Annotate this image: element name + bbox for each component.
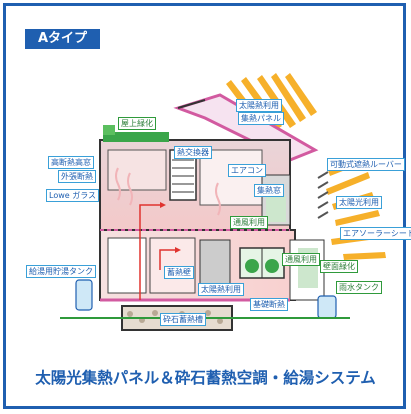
label-movable-louver: 可動式遮熱ルーバー (327, 158, 405, 171)
label-rain-tank: 雨水タンク (336, 281, 382, 294)
label-foundation-insulation: 基礎断熱 (250, 298, 288, 311)
diagram-caption: 太陽光集熱パネル＆砕石蓄熱空調・給湯システム (35, 369, 376, 387)
hot-water-tank-shape (75, 279, 93, 311)
label-exterior-insulation: 外張断熱 (58, 170, 96, 183)
label-insulated-window: 高断熱高窓 (48, 156, 94, 169)
rain-tank-shape (317, 295, 337, 319)
label-wall-green: 壁面緑化 (320, 260, 358, 273)
label-air-film-sheet: エアソーラーシート (340, 227, 411, 240)
type-badge: Aタイプ (25, 29, 100, 49)
label-heat-exchanger: 熱交換器 (174, 146, 212, 159)
label-solar-use-bottom: 太陽熱利用 (198, 283, 244, 296)
label-heat-collector-window: 集熱窓 (254, 184, 284, 197)
green-roof (103, 132, 169, 142)
label-daylight-use: 通風利用 (282, 253, 320, 266)
label-crushed-stone: 砕石蓄熱槽 (160, 313, 206, 326)
label-aircon: エアコン (228, 164, 266, 177)
label-lowe-glass: Lowe ガラス (46, 189, 100, 202)
label-collector-panel: 集熱パネル (238, 112, 284, 125)
label-hot-water-tank: 給湯用貯湯タンク (26, 265, 96, 278)
label-sunlight-use: 太陽光利用 (336, 196, 382, 209)
label-solar-use-top: 太陽熱利用 (236, 99, 282, 112)
label-ventilation-use: 通風利用 (230, 216, 268, 229)
label-heat-storage-wall: 蓄熱壁 (164, 266, 194, 279)
label-rooftop-green: 屋上緑化 (118, 117, 156, 130)
